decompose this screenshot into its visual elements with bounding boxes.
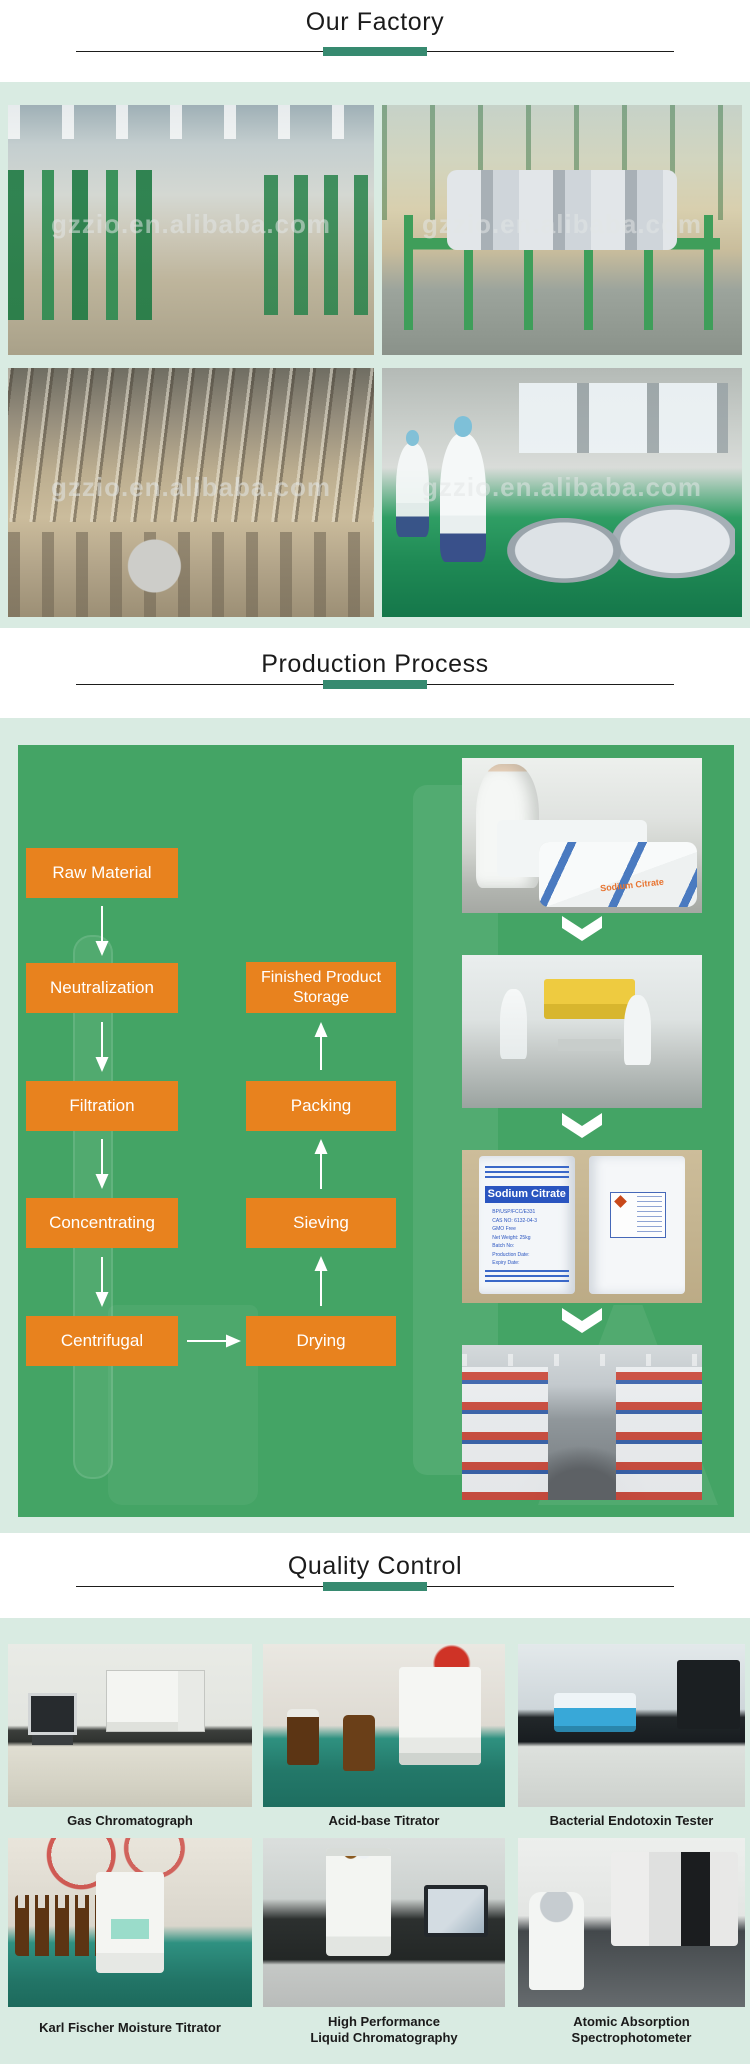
- bag-brand-text: Sodium Citrate: [599, 876, 664, 894]
- flow-step-concentrating: Concentrating: [26, 1198, 178, 1248]
- qc-photo-karl-fischer-titrator: [8, 1838, 252, 2007]
- chevron-down-icon: [562, 1113, 602, 1138]
- flow-step-filtration: Filtration: [26, 1081, 178, 1131]
- flow-step-centrifugal: Centrifugal: [26, 1316, 178, 1366]
- qc-photo-gas-chromatograph: [8, 1644, 252, 1807]
- flow-step-drying: Drying: [246, 1316, 396, 1366]
- qc-photo-bacterial-endotoxin-tester: [518, 1644, 745, 1807]
- factory-photo-staff-inspection: gzzio.en.alibaba.com: [382, 368, 742, 617]
- flow-arrow-down-icon: [95, 1022, 109, 1072]
- flow-arrow-up-icon: [314, 1022, 328, 1070]
- factory-photo-production-line: gzzio.en.alibaba.com: [8, 368, 374, 617]
- photo-watermark: gzzio.en.alibaba.com: [50, 209, 332, 239]
- caption-acid-base-titrator: Acid-base Titrator: [328, 1813, 440, 1828]
- flow-step-packing: Packing: [246, 1081, 396, 1131]
- divider-accent-bar: [323, 680, 427, 689]
- photo-watermark: gzzio.en.alibaba.com: [421, 471, 703, 502]
- divider-accent-bar: [323, 1582, 427, 1591]
- caption-gas-chromatograph: Gas Chromatograph: [67, 1813, 193, 1828]
- worker-figure: [396, 430, 429, 538]
- flow-arrow-down-icon: [95, 1139, 109, 1189]
- bag-spec-label: [610, 1191, 667, 1238]
- process-photo-cleanroom-bag-cart: Sodium Citrate: [462, 758, 702, 913]
- chevron-down-icon: [562, 1308, 602, 1333]
- qc-photo-hplc: [263, 1838, 505, 2007]
- flow-step-neutralization: Neutralization: [26, 963, 178, 1013]
- section-title-production-process: Production Process: [261, 650, 489, 678]
- flow-arrow-down-icon: [95, 906, 109, 956]
- process-photo-warehouse: [462, 1345, 702, 1500]
- product-bag-back: [589, 1156, 686, 1294]
- section-title-quality-control: Quality Control: [287, 1552, 463, 1580]
- bag-spec-text: BP/USP/FCC/E331 CAS NO: 6132-04-3 GMO Fr…: [492, 1209, 537, 1267]
- flow-step-raw-material: Raw Material: [26, 848, 178, 898]
- caption-hplc: High Performance Liquid Chromatography: [310, 2014, 458, 2045]
- divider-accent-bar: [323, 47, 427, 56]
- photo-watermark: gzzio.en.alibaba.com: [421, 209, 703, 239]
- bag-product-name: Sodium Citrate: [484, 1186, 570, 1203]
- factory-photo-mixing-tank-platform: gzzio.en.alibaba.com: [382, 105, 742, 355]
- flow-arrow-right-icon: [187, 1334, 241, 1348]
- flow-arrow-up-icon: [314, 1139, 328, 1189]
- bag-stripes: [484, 1270, 570, 1285]
- product-bag-front: Sodium Citrate BP/USP/FCC/E331 CAS NO: 6…: [478, 1156, 575, 1294]
- photo-watermark: gzzio.en.alibaba.com: [50, 471, 332, 502]
- qc-photo-atomic-absorption-spectrophotometer: [518, 1838, 745, 2007]
- flow-step-sieving: Sieving: [246, 1198, 396, 1248]
- caption-atomic-absorption-spectrophotometer: Atomic Absorption Spectrophotometer: [571, 2014, 692, 2045]
- flow-arrow-up-icon: [314, 1256, 328, 1306]
- qc-photo-acid-base-titrator: [263, 1644, 505, 1807]
- bag-stripes: [484, 1165, 570, 1181]
- caption-karl-fischer-titrator: Karl Fischer Moisture Titrator: [39, 2020, 221, 2035]
- section-title-our-factory: Our Factory: [305, 8, 445, 36]
- process-photo-product-bags: Sodium Citrate BP/USP/FCC/E331 CAS NO: 6…: [462, 1150, 702, 1303]
- flow-step-finished-product-storage: Finished Product Storage: [246, 962, 396, 1013]
- flow-arrow-down-icon: [95, 1257, 109, 1307]
- worker-figure: [439, 415, 487, 563]
- chevron-down-icon: [562, 916, 602, 941]
- factory-photo-reactor-workshop: gzzio.en.alibaba.com: [8, 105, 374, 355]
- process-photo-packing-room: [462, 955, 702, 1108]
- caption-bacterial-endotoxin-tester: Bacterial Endotoxin Tester: [549, 1813, 714, 1828]
